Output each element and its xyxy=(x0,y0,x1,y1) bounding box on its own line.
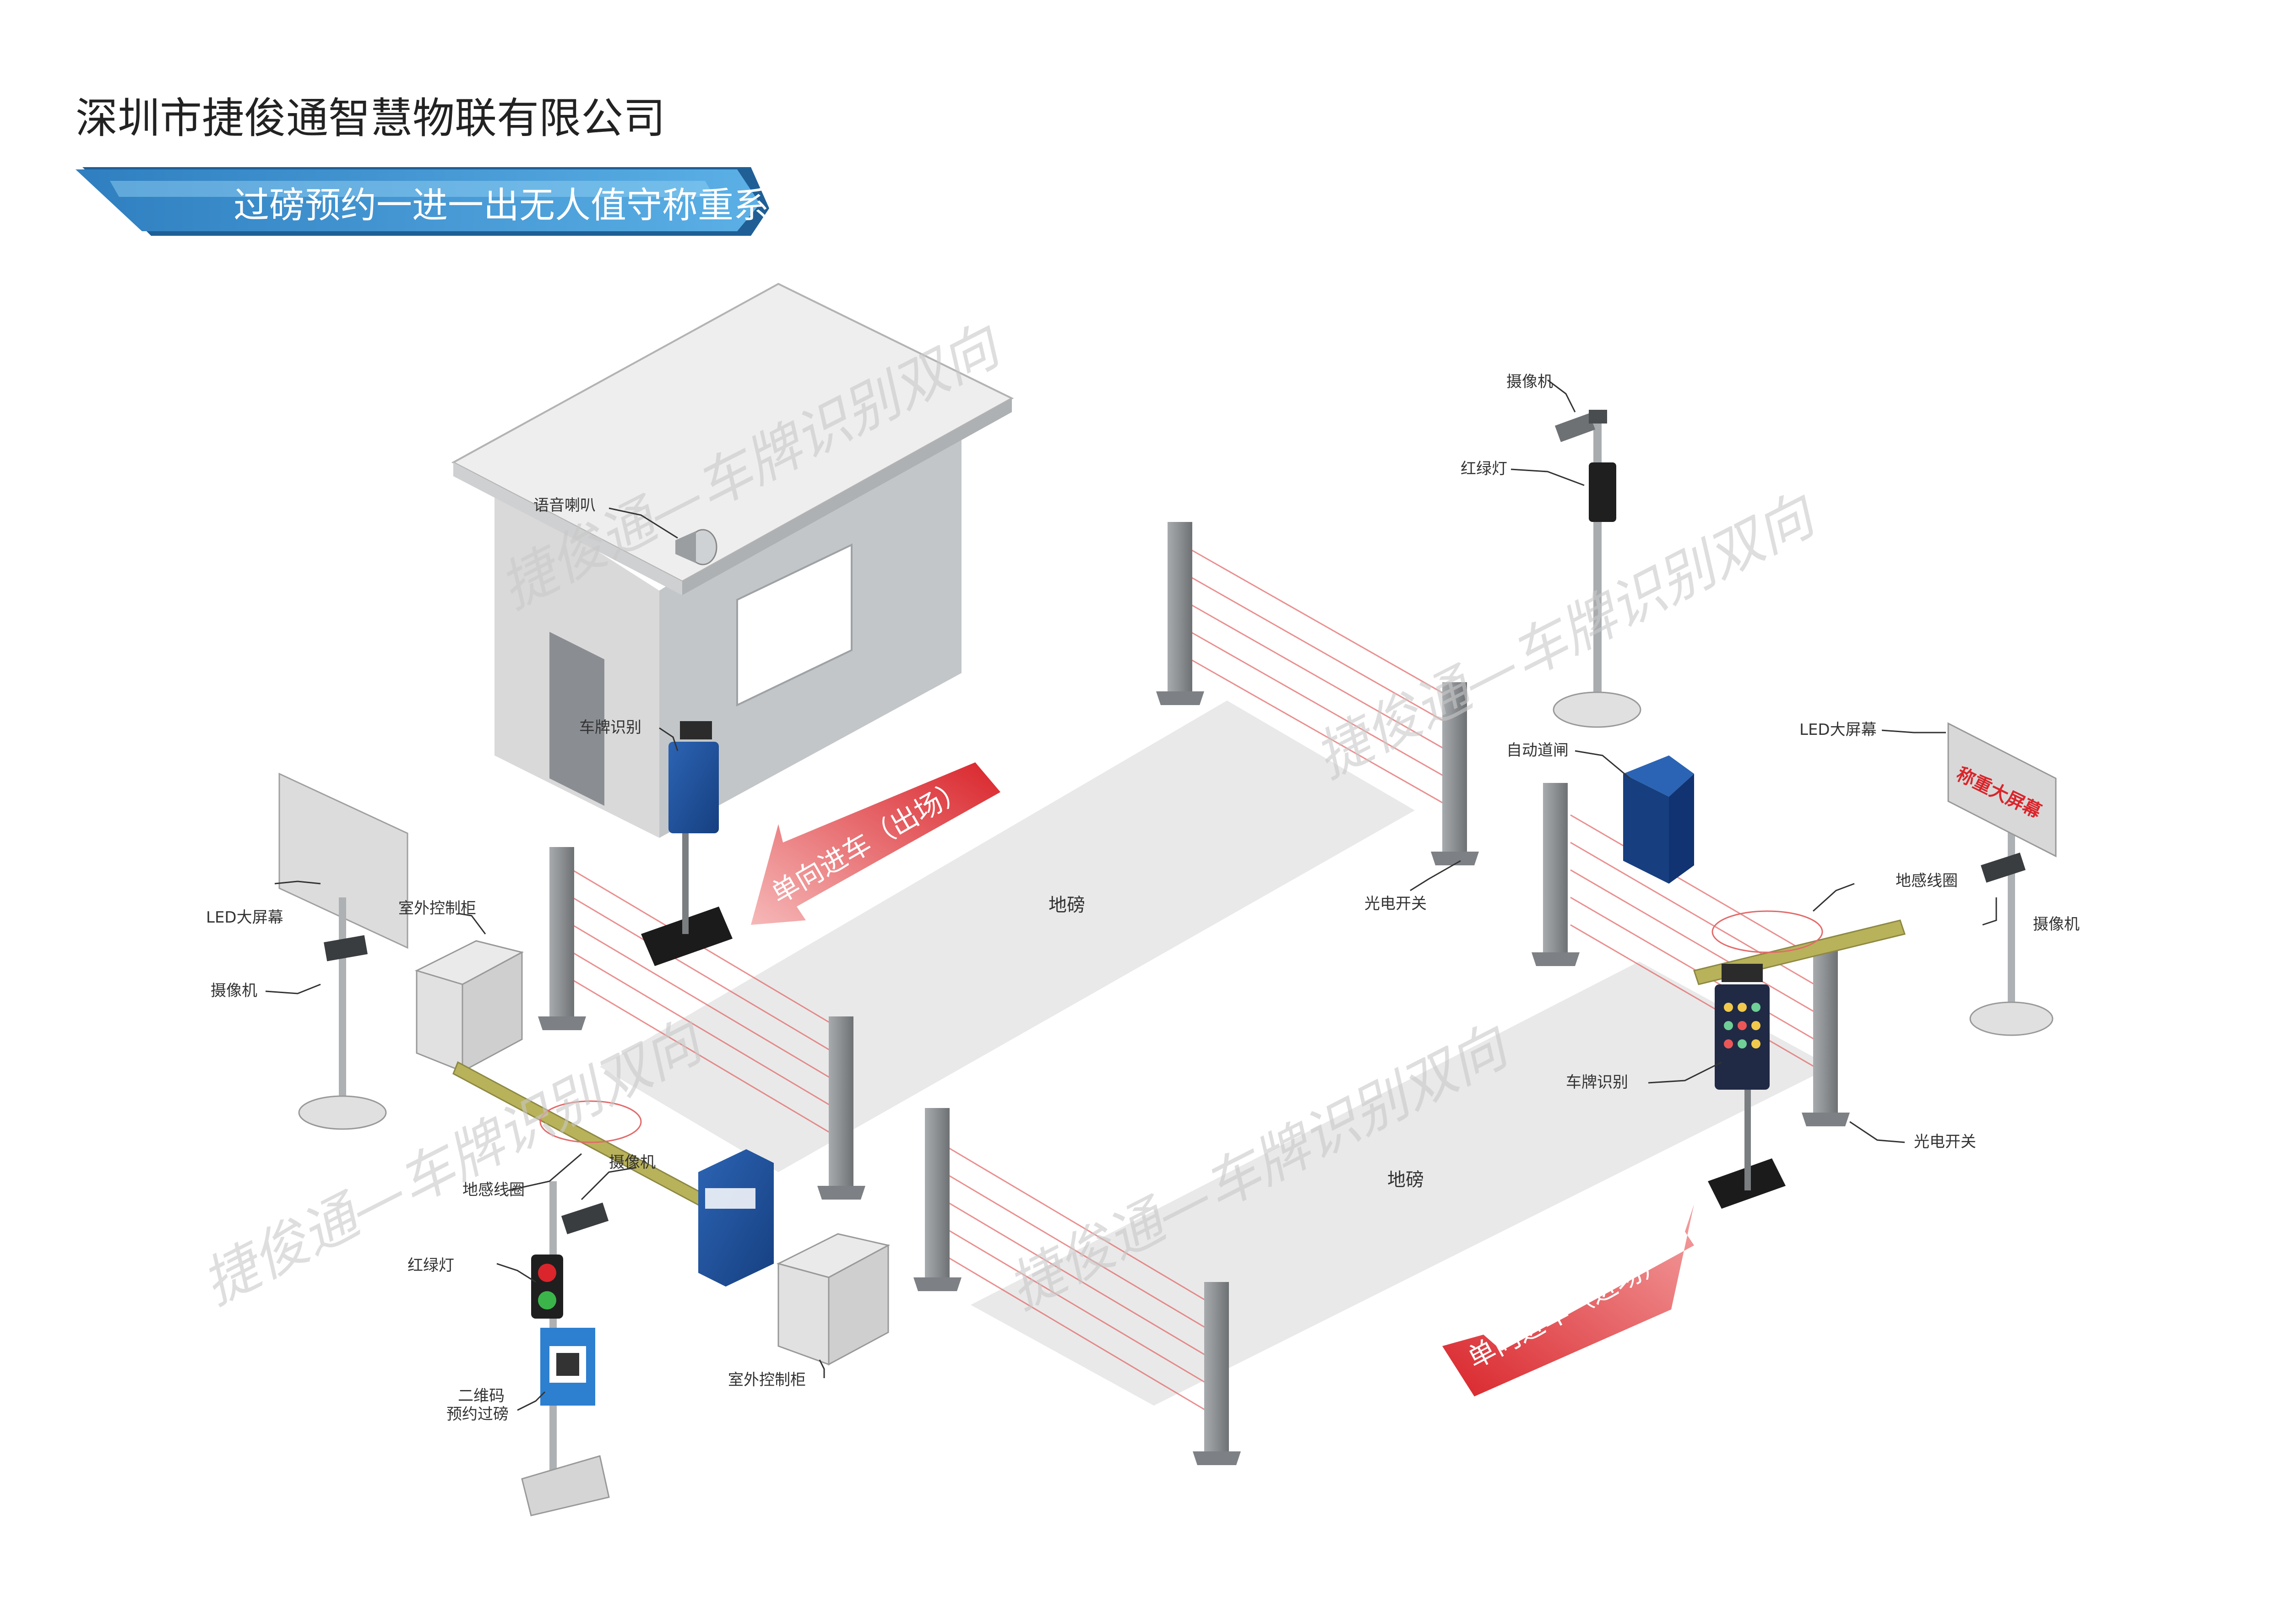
label-auto-gate: 自动道闸 xyxy=(1506,741,1569,760)
camera-icon-left xyxy=(324,935,368,961)
label-camera-bottom: 摄像机 xyxy=(609,1153,656,1172)
plate-recognition-top xyxy=(641,721,733,966)
weighbridge-platform-right xyxy=(971,961,1831,1406)
led-screen-left xyxy=(278,772,408,1130)
label-led-screen-right: LED大屏幕 xyxy=(1799,721,1877,739)
label-led-screen-left: LED大屏幕 xyxy=(206,908,283,927)
label-plate-recognition-right: 车牌识别 xyxy=(1566,1073,1628,1092)
outdoor-cabinet-top xyxy=(414,940,524,1073)
guard-house-window xyxy=(736,543,853,707)
label-camera-right: 摄像机 xyxy=(2033,915,2080,934)
label-photo-switch-right: 光电开关 xyxy=(1914,1133,1976,1151)
camera-icon-top-right xyxy=(1554,410,1607,442)
guard-house-door xyxy=(549,632,604,806)
traffic-light-icon-bottom-left xyxy=(531,1255,563,1319)
outdoor-cabinet-bottom xyxy=(776,1233,891,1366)
label-photo-switch-top: 光电开关 xyxy=(1364,895,1427,913)
banner-title: 过磅预约一进一出无人值守称重系统 xyxy=(234,185,805,226)
platform-label-right: 地磅 xyxy=(1387,1169,1424,1190)
weighbridge-platform-left xyxy=(600,701,1415,1172)
auto-gate-left xyxy=(452,1061,774,1287)
label-qr-line2: 预约过磅 xyxy=(446,1405,509,1423)
guard-house xyxy=(451,282,1014,838)
title-banner: 过磅预约一进一出无人值守称重系统 xyxy=(76,167,805,236)
label-ground-loop-right: 地感线圈 xyxy=(1896,872,1958,890)
platform-label-left: 地磅 xyxy=(1049,895,1085,916)
label-traffic-light-left: 红绿灯 xyxy=(407,1256,454,1275)
qr-code-sign xyxy=(540,1328,595,1406)
plate-recognition-right xyxy=(1708,964,1786,1209)
voice-speaker xyxy=(675,529,717,565)
callout-lines xyxy=(265,379,1997,1411)
label-plate-recognition-top: 车牌识别 xyxy=(579,718,641,737)
camera-icon-right xyxy=(1981,853,2026,883)
led-screen-right: 称重大屏幕 xyxy=(1947,722,2057,1036)
label-outdoor-cabinet-top: 室外控制柜 xyxy=(398,899,476,918)
ground-loop-left xyxy=(539,1100,642,1143)
label-camera-top-right: 摄像机 xyxy=(1506,373,1553,391)
traffic-light-icon-top-right xyxy=(1589,462,1616,522)
callout-labels: 语音喇叭 车牌识别 LED大屏幕 室外控制柜 摄像机 地感线圈 摄像机 红绿灯 … xyxy=(206,373,2080,1423)
company-name: 深圳市捷俊通智慧物联有限公司 xyxy=(76,94,665,143)
label-qr-line1: 二维码 xyxy=(458,1387,505,1405)
label-camera-left: 摄像机 xyxy=(211,982,257,1000)
ground-loop-right xyxy=(1711,910,1823,953)
label-traffic-light-top-right: 红绿灯 xyxy=(1461,460,1507,478)
photo-switch-posts xyxy=(538,522,1850,1465)
label-voice-speaker: 语音喇叭 xyxy=(533,496,596,515)
pole-bottom-left xyxy=(521,1181,610,1516)
label-outdoor-cabinet-bottom: 室外控制柜 xyxy=(728,1371,806,1389)
pole-top-right xyxy=(1553,410,1641,728)
camera-icon-bottom xyxy=(561,1202,609,1234)
label-ground-loop-left: 地感线圈 xyxy=(462,1181,525,1199)
auto-gate-right xyxy=(1623,755,1906,985)
